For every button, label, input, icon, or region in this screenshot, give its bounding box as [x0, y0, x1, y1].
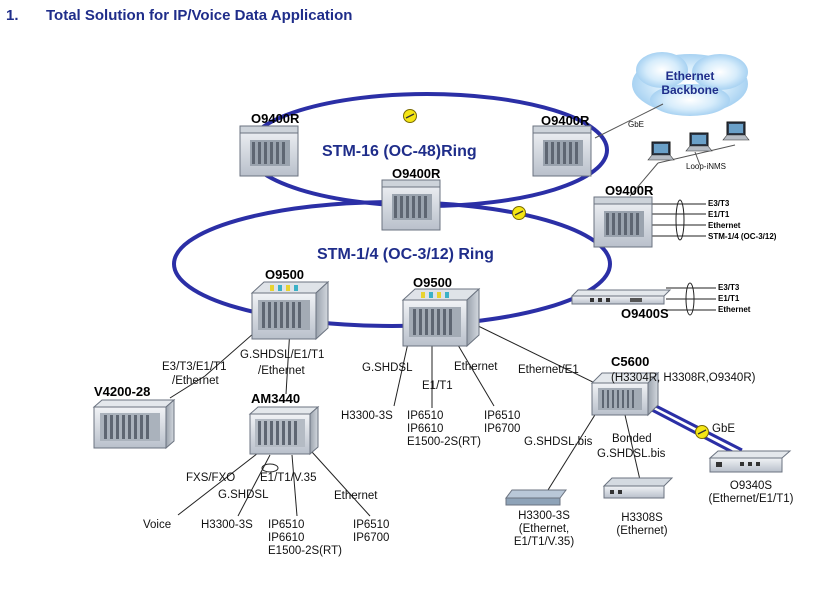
endpoint-h3308s-2: (Ethernet): [616, 525, 668, 537]
link-label-bonded: Bonded: [612, 433, 652, 445]
o9400r-iface-e1t1: E1/T1: [708, 210, 730, 219]
o9400s-iface-ethernet: Ethernet: [718, 305, 751, 314]
c5600-label: C5600: [611, 354, 650, 369]
endpoint-ip-bottom: IP6510 IP6610 E1500-2S(RT): [268, 519, 342, 558]
link-label-gshdsl-bis: G.SHDSL.bis: [524, 436, 593, 448]
endpoint-h3308s-1: H3308S: [621, 512, 663, 524]
link-label-bonded-gshdsl: G.SHDSL.bis: [597, 448, 666, 460]
o9400r-label-mid: O9400R: [392, 166, 441, 181]
am3440-links: [177, 451, 371, 517]
o9400s-iface-e3t3: E3/T3: [718, 283, 740, 292]
o9400r-label-right: O9400R: [605, 183, 654, 198]
o9400r-iface-stm: STM-1/4 (OC-3/12): [708, 232, 777, 241]
endpoint-ip-right-mid-2: IP6700: [484, 423, 521, 435]
v4200-label: V4200-28: [94, 384, 151, 399]
link-label-gshdsl-e1: G.SHDSL/E1/T1: [240, 349, 325, 361]
loop-inms-label: Loop-iNMS: [686, 162, 727, 171]
endpoint-o9340s-1: O9340S: [729, 480, 773, 492]
o9400s-device: [570, 289, 672, 305]
laptop-icon: [685, 132, 713, 152]
am3440-device: [248, 405, 320, 456]
laptop-icon: [647, 141, 675, 161]
endpoint-ip-right-mid-1: IP6510: [484, 410, 521, 422]
cloud-line1: Ethernet: [665, 69, 715, 83]
page-title: 1. Total Solution for IP/Voice Data Appli…: [6, 7, 352, 24]
ring-marker-gbe: [695, 425, 709, 439]
section-title: Total Solution for IP/Voice Data Applica…: [46, 7, 353, 24]
stm1-ring-label: STM-1/4 (OC-3/12) Ring: [317, 246, 494, 263]
section-number: 1.: [6, 7, 19, 24]
endpoint-ip-bottom-1: IP6510: [268, 519, 305, 531]
o9400s-iface-e1t1: E1/T1: [718, 294, 740, 303]
o9400r-label-top-right: O9400R: [541, 113, 590, 128]
am3440-label: AM3440: [251, 391, 301, 406]
link-label-e3t3: E3/T3/E1/T1: [162, 361, 227, 373]
endpoint-ip-bottom-right: IP6510 IP6700: [353, 519, 389, 545]
cloud-label: Ethernet Backbone: [650, 69, 730, 97]
h3308s-device: [602, 477, 674, 499]
endpoint-ip-bottom-3: E1500-2S(RT): [268, 545, 342, 557]
endpoint-ip-mid-3: E1500-2S(RT): [407, 436, 481, 448]
link-label-am-ethernet: Ethernet: [334, 490, 378, 502]
o9400s-interface-lines: [666, 282, 716, 316]
endpoint-h3300-bottom: H3300-3S: [201, 519, 253, 531]
link-label-ethernet-b: /Ethernet: [258, 365, 305, 377]
endpoint-ip-mid: IP6510 IP6610 E1500-2S(RT): [407, 410, 481, 449]
o9500-device-mid: [401, 287, 481, 348]
link-label-ethernet: Ethernet: [454, 361, 498, 373]
endpoint-ip-right-mid: IP6510 IP6700: [484, 410, 520, 436]
link-label-gbe: GbE: [712, 423, 736, 435]
link-label-ethernet-e1: Ethernet/E1: [518, 364, 579, 376]
h3300-device: [505, 489, 567, 506]
endpoint-h3300-c5600-2: (Ethernet,: [518, 523, 570, 535]
o9400r-iface-e3t3: E3/T3: [708, 199, 730, 208]
o9500-label-mid: O9500: [413, 275, 453, 290]
o9500-label-left: O9500: [265, 267, 305, 282]
link-label-am-gshdsl: G.SHDSL: [218, 489, 269, 501]
o9340s-device: [708, 450, 792, 473]
c5600-device: [590, 371, 660, 417]
gbe-uplink-line: [594, 103, 664, 139]
link-label-fxs-fxo: FXS/FXO: [186, 472, 236, 484]
link-label-e1t1: E1/T1: [422, 380, 453, 392]
endpoint-ip-bottom-2: IP6610: [268, 532, 305, 544]
endpoint-o9340s: O9340S (Ethernet/E1/T1): [703, 480, 799, 506]
endpoint-o9340s-2: (Ethernet/E1/T1): [708, 493, 794, 505]
o9400s-label: O9400S: [621, 306, 669, 321]
endpoint-h3300-c5600-3: E1/T1/V.35): [513, 536, 575, 548]
o9400r-label-top-left: O9400R: [251, 111, 300, 126]
o9400r-interface-lines: [652, 199, 706, 241]
endpoint-voice: Voice: [143, 519, 172, 531]
stm16-ring-label: STM-16 (OC-48)Ring: [322, 143, 477, 160]
o9500-device-left: [250, 280, 330, 341]
link-label-gshdsl: G.SHDSL: [362, 362, 413, 374]
endpoint-ip-bottom-right-2: IP6700: [353, 532, 390, 544]
endpoint-ip-mid-1: IP6510: [407, 410, 444, 422]
o9400r-device-top-left: [239, 125, 299, 177]
endpoint-h3300-mid: H3300-3S: [341, 410, 393, 422]
laptop-icon: [722, 121, 750, 141]
ring-marker-inner: [512, 206, 526, 220]
link-label-e1-v35: E1/T1/V.35: [260, 472, 317, 484]
o9400r-device-mid: [381, 179, 441, 231]
ethernet-backbone-cloud: [632, 52, 748, 116]
link-label-ethernet-a: /Ethernet: [172, 375, 219, 387]
ring-marker-top: [403, 109, 417, 123]
cloud-line2: Backbone: [661, 83, 719, 97]
c5600-models: (H3304R, H3308R,O9340R): [611, 372, 756, 384]
endpoint-ip-mid-2: IP6610: [407, 423, 444, 435]
v4200-device: [92, 398, 176, 450]
endpoint-h3300-c5600: H3300-3S (Ethernet, E1/T1/V.35): [508, 510, 580, 549]
endpoint-h3300-c5600-1: H3300-3S: [518, 510, 570, 522]
o9400r-iface-ethernet: Ethernet: [708, 221, 741, 230]
o9400r-device-top-right: [532, 125, 592, 177]
o9400r-device-right: [593, 196, 653, 248]
endpoint-ip-bottom-right-1: IP6510: [353, 519, 390, 531]
gbe-uplink-label: GbE: [628, 120, 645, 129]
endpoint-h3308s: H3308S (Ethernet): [612, 512, 672, 538]
